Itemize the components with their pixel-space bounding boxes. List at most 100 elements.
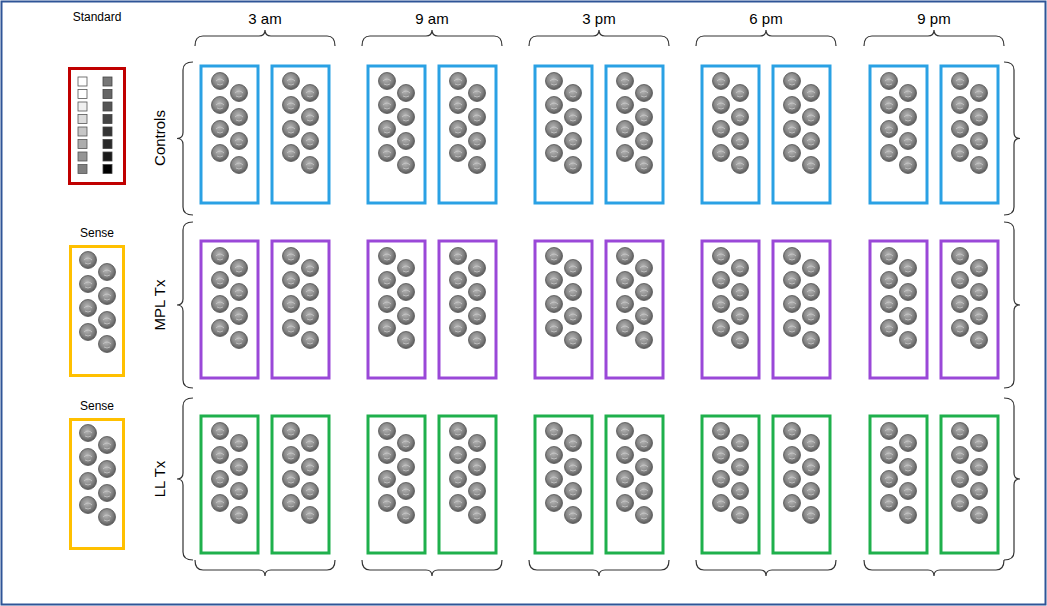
brain-texture — [788, 429, 796, 435]
brain-slice — [546, 73, 563, 90]
brain-slice — [971, 133, 988, 150]
brain-texture — [788, 79, 796, 85]
brain-texture — [807, 266, 815, 272]
sense-box: Sense — [59, 399, 135, 550]
brain-slice — [952, 272, 969, 289]
brain-texture — [717, 477, 725, 483]
brain-texture — [235, 465, 243, 471]
brain-texture — [216, 103, 224, 109]
sample-box — [606, 66, 663, 203]
brain-texture — [736, 290, 744, 296]
sample-box — [439, 416, 496, 553]
brain-slice — [617, 296, 634, 313]
sample-box — [773, 416, 830, 553]
brain-slice — [732, 507, 749, 524]
brain-slice — [952, 121, 969, 138]
brain-texture — [975, 489, 983, 495]
brain-slice — [784, 423, 801, 440]
brain-slice — [617, 495, 634, 512]
sample-box — [439, 66, 496, 203]
brain-texture — [306, 115, 314, 121]
brain-texture — [216, 429, 224, 435]
brain-slice — [732, 308, 749, 325]
brain-slice — [636, 483, 653, 500]
brain-slice — [283, 73, 300, 90]
brain-texture — [103, 270, 111, 276]
brain-texture — [885, 302, 893, 308]
brain-texture — [736, 441, 744, 447]
brain-texture — [717, 501, 725, 507]
brain-slice — [99, 288, 116, 305]
brain-texture — [807, 163, 815, 169]
brain-slice — [713, 73, 730, 90]
brain-texture — [736, 91, 744, 97]
brain-texture — [621, 453, 629, 459]
brain-slice — [546, 121, 563, 138]
time-label: 3 am — [248, 10, 281, 28]
brain-texture — [383, 278, 391, 284]
brain-slice — [450, 423, 467, 440]
brain-slice — [713, 471, 730, 488]
brain-texture — [306, 338, 314, 344]
brain-slice — [881, 248, 898, 265]
brain-texture — [383, 79, 391, 85]
brain-texture — [84, 330, 92, 336]
sample-box — [773, 241, 830, 378]
sample-box — [439, 241, 496, 378]
brain-texture — [807, 91, 815, 97]
brain-slice — [565, 507, 582, 524]
brain-texture — [569, 338, 577, 344]
brain-texture — [287, 326, 295, 332]
brain-slice — [784, 121, 801, 138]
brain-slice — [450, 145, 467, 162]
brain-slice — [952, 296, 969, 313]
brain-slice — [302, 332, 319, 349]
brain-texture — [287, 127, 295, 133]
brain-slice — [784, 97, 801, 114]
brain-texture — [306, 290, 314, 296]
standard-square — [78, 102, 87, 111]
brain-slice — [971, 109, 988, 126]
brain-texture — [788, 254, 796, 260]
standard-square — [103, 152, 112, 161]
brain-texture — [956, 326, 964, 332]
brain-texture — [473, 441, 481, 447]
brain-texture — [621, 326, 629, 332]
brain-slice — [99, 336, 116, 353]
brain-slice — [283, 495, 300, 512]
brain-texture — [569, 314, 577, 320]
sample-box — [870, 416, 927, 553]
brain-slice — [732, 332, 749, 349]
brain-slice — [881, 73, 898, 90]
brain-texture — [956, 453, 964, 459]
brain-texture — [640, 91, 648, 97]
brain-texture — [550, 79, 558, 85]
brain-slice — [379, 447, 396, 464]
brain-texture — [717, 278, 725, 284]
brain-texture — [84, 282, 92, 288]
brain-slice — [784, 447, 801, 464]
brain-texture — [287, 103, 295, 109]
brain-texture — [235, 91, 243, 97]
brain-slice — [80, 449, 97, 466]
brain-texture — [717, 453, 725, 459]
brain-texture — [103, 515, 111, 521]
standard-square — [103, 115, 112, 124]
brain-slice — [80, 252, 97, 269]
brain-slice — [398, 459, 415, 476]
brain-texture — [550, 501, 558, 507]
brain-texture — [216, 453, 224, 459]
bracket — [195, 560, 335, 576]
standard-square — [78, 77, 87, 86]
brain-slice — [565, 435, 582, 452]
standard-square — [78, 115, 87, 124]
brain-slice — [379, 495, 396, 512]
bracket — [177, 62, 193, 215]
brain-texture — [473, 91, 481, 97]
brain-slice — [302, 435, 319, 452]
sample-box — [702, 66, 759, 203]
brain-slice — [469, 459, 486, 476]
brain-texture — [383, 151, 391, 157]
bracket — [529, 30, 669, 46]
brain-texture — [975, 465, 983, 471]
